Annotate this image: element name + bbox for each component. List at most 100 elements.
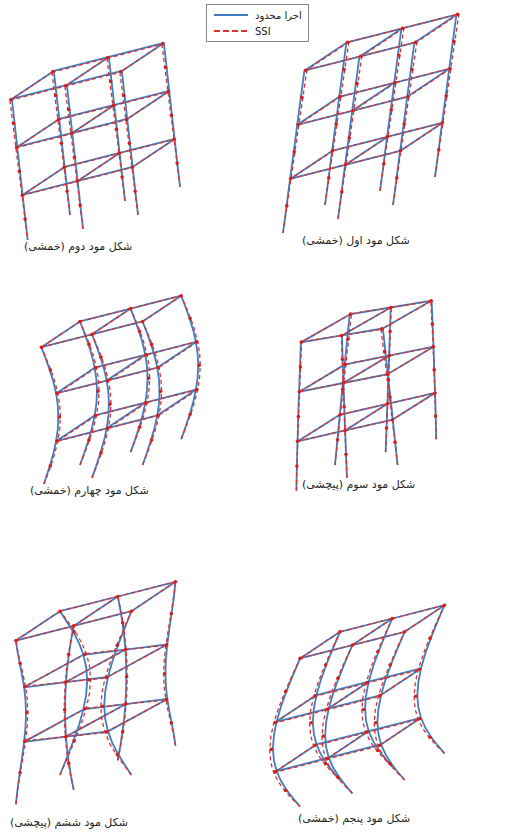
node-marker bbox=[295, 464, 299, 468]
beam bbox=[417, 14, 459, 42]
fe-shape bbox=[12, 43, 180, 243]
node-marker bbox=[87, 438, 91, 442]
node-marker bbox=[388, 354, 392, 358]
node-marker bbox=[87, 678, 91, 682]
node-marker bbox=[150, 343, 154, 347]
node-marker bbox=[298, 657, 302, 661]
ssi-shape bbox=[10, 44, 180, 243]
column bbox=[310, 632, 340, 780]
beam bbox=[388, 393, 435, 404]
beam bbox=[381, 301, 431, 329]
node-marker bbox=[67, 653, 71, 657]
node-marker bbox=[195, 340, 199, 344]
node-marker bbox=[141, 320, 145, 324]
node-marker bbox=[49, 368, 53, 372]
node-marker bbox=[87, 343, 91, 347]
column bbox=[431, 301, 436, 439]
node-marker bbox=[340, 334, 344, 338]
node-marker bbox=[355, 82, 359, 86]
beam bbox=[113, 92, 168, 106]
node-marker bbox=[188, 413, 192, 417]
node-marker bbox=[331, 149, 335, 153]
node-marker bbox=[195, 388, 199, 392]
node-marker bbox=[63, 708, 67, 712]
node-marker bbox=[342, 381, 346, 385]
beam bbox=[41, 334, 92, 347]
node-marker bbox=[380, 327, 384, 331]
node-marker bbox=[121, 621, 125, 625]
beam bbox=[107, 355, 146, 381]
beam bbox=[366, 719, 418, 732]
node-marker bbox=[322, 734, 326, 738]
beam bbox=[23, 167, 65, 195]
ssi-shape bbox=[296, 301, 436, 491]
beam bbox=[345, 404, 388, 431]
beam bbox=[277, 708, 329, 721]
node-marker bbox=[108, 402, 112, 406]
node-marker bbox=[23, 740, 27, 744]
beam bbox=[65, 649, 126, 682]
beam bbox=[126, 645, 166, 649]
node-marker bbox=[432, 368, 436, 372]
beam bbox=[314, 683, 366, 696]
fe-shape bbox=[296, 301, 436, 491]
beam bbox=[405, 605, 445, 632]
node-marker bbox=[343, 429, 347, 433]
beam bbox=[391, 301, 431, 307]
node-marker bbox=[383, 350, 387, 354]
beam bbox=[109, 43, 164, 57]
beam bbox=[143, 296, 182, 322]
beam bbox=[66, 650, 125, 682]
node-marker bbox=[344, 363, 348, 367]
beam bbox=[291, 165, 346, 179]
column bbox=[325, 42, 349, 205]
node-marker bbox=[125, 118, 129, 122]
node-marker bbox=[72, 630, 76, 634]
beam bbox=[107, 44, 162, 58]
node-marker bbox=[165, 698, 169, 702]
node-marker bbox=[452, 40, 456, 44]
legend-row: SSI bbox=[213, 23, 302, 39]
column bbox=[10, 100, 28, 243]
beam bbox=[16, 120, 58, 148]
node-marker bbox=[443, 603, 447, 607]
beam bbox=[80, 309, 131, 322]
node-marker bbox=[395, 176, 399, 180]
node-marker bbox=[122, 94, 126, 98]
fe-shape bbox=[283, 15, 456, 233]
legend-box: اجرا محدود SSI bbox=[206, 4, 309, 42]
node-marker bbox=[83, 707, 87, 711]
beam bbox=[132, 139, 174, 167]
beam bbox=[387, 123, 442, 137]
beam bbox=[343, 356, 389, 383]
node-marker bbox=[335, 122, 339, 126]
node-marker bbox=[49, 464, 53, 468]
beam bbox=[16, 134, 71, 148]
node-marker bbox=[73, 156, 77, 160]
node-marker bbox=[106, 56, 110, 60]
node-marker bbox=[60, 142, 64, 146]
mode-caption: شکل مود پنجم (خمشی) bbox=[296, 812, 412, 825]
node-marker bbox=[129, 307, 133, 311]
node-marker bbox=[120, 175, 124, 179]
node-marker bbox=[65, 189, 69, 193]
beam bbox=[352, 619, 392, 646]
column bbox=[380, 28, 404, 191]
node-marker bbox=[313, 744, 317, 748]
legend-text: اجرا محدود bbox=[255, 10, 302, 21]
node-marker bbox=[101, 705, 105, 709]
column bbox=[118, 597, 127, 761]
beam bbox=[74, 597, 118, 626]
beam bbox=[326, 746, 378, 759]
node-marker bbox=[58, 415, 62, 419]
node-marker bbox=[144, 353, 148, 357]
node-marker bbox=[418, 717, 422, 721]
beam bbox=[77, 153, 119, 181]
node-marker bbox=[300, 340, 304, 344]
beam bbox=[359, 29, 401, 57]
legend-line-sample bbox=[213, 27, 249, 35]
node-marker bbox=[348, 136, 352, 140]
node-marker bbox=[388, 762, 392, 766]
node-marker bbox=[105, 730, 109, 734]
node-marker bbox=[270, 748, 274, 752]
